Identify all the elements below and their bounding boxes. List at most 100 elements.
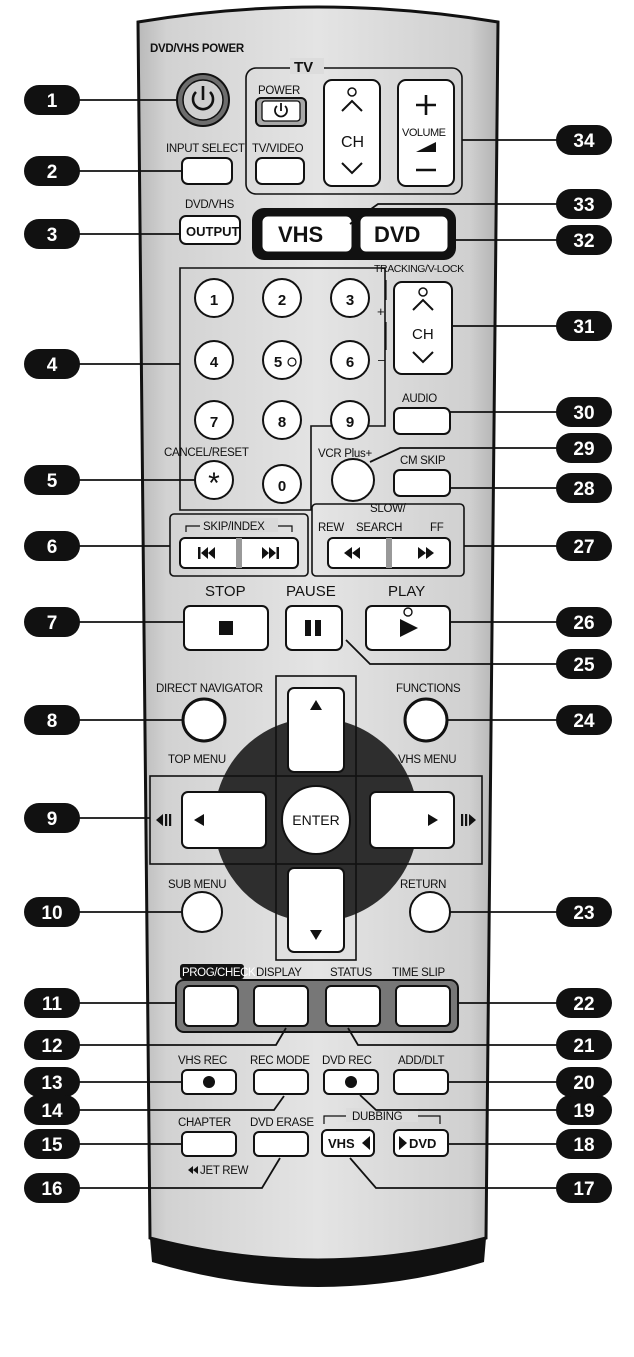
slow-search-button[interactable] [327,537,451,569]
vcr-ch-up-icon [412,298,434,311]
skip-index-label: SKIP/INDEX [203,521,265,533]
callout-11: 11 [24,988,80,1018]
dpad-left-button[interactable] [181,791,267,849]
tv-power-icon [274,103,288,118]
key-1[interactable]: 1 [194,278,234,318]
sub-menu-button[interactable] [181,891,223,933]
vhs-button[interactable]: VHS [261,215,353,253]
return-label: RETURN [400,879,446,891]
display-label: DISPLAY [256,967,302,979]
dub-to-vhs-button[interactable]: VHS [321,1129,375,1157]
callout-28-number: 28 [573,479,594,500]
cancel-reset-button[interactable]: * [194,460,234,500]
time-slip-button[interactable] [395,985,451,1027]
direct-navigator-button[interactable] [181,697,227,743]
key-3[interactable]: 3 [330,278,370,318]
callout-10-number: 10 [41,903,62,924]
dvd-vhs-power-button[interactable] [176,73,230,127]
callout-33-number: 33 [573,195,594,216]
dpad-right-button[interactable] [369,791,455,849]
key-6[interactable]: 6 [330,340,370,380]
callout-8-number: 8 [47,711,58,732]
up-arrow-icon [310,700,322,710]
down-arrow-icon [310,930,322,940]
prog-check-button[interactable] [183,985,239,1027]
callout-17-number: 17 [573,1179,594,1200]
callout-30-number: 30 [573,403,594,424]
dvd-vhs-power-label: DVD/VHS POWER [150,43,245,55]
key-9[interactable]: 9 [330,400,370,440]
prog-check-label: PROG/CHECK [182,967,256,979]
rec-mode-button[interactable] [253,1069,309,1095]
prog-check-label-bg [180,964,244,979]
functions-button[interactable] [403,697,449,743]
enter-button[interactable]: ENTER [281,785,351,855]
volume-label: VOLUME [402,127,446,139]
pause-button[interactable] [285,605,343,651]
key-0[interactable]: 0 [262,464,302,504]
callout-29-number: 29 [573,439,594,460]
vcr-plus-label: VCR Plus+ [318,448,372,460]
dvd-vhs-output-label: DVD/VHS [185,199,235,211]
return-button[interactable] [409,891,451,933]
display-button[interactable] [253,985,309,1027]
tv-ch-down-icon [341,162,363,175]
dub-to-dvd-arrow-icon [399,1136,407,1150]
cm-skip-button[interactable] [393,469,451,497]
callout-4: 4 [24,349,80,379]
jet-rew-caption: JET REW [188,1165,249,1177]
stop-label: STOP [205,583,246,600]
dub-to-dvd-button[interactable]: DVD [393,1129,449,1157]
stop-button[interactable] [183,605,269,651]
dvd-erase-button[interactable] [253,1131,309,1157]
vhs-rec-button[interactable] [181,1069,237,1095]
tv-ch-button[interactable]: CH [323,79,381,187]
dvd-button[interactable]: DVD [359,215,449,253]
skip-index-button[interactable] [179,537,299,569]
keypad: 1 2 3 4 5 6 7 8 9 0 [194,278,370,504]
key-5-dot [287,357,297,367]
chapter-button[interactable] [181,1131,237,1157]
tv-power-button[interactable] [255,97,307,127]
callout-10: 10 [24,897,80,927]
callout-32-number: 32 [573,231,594,252]
key-0-label: 0 [278,478,286,495]
input-select-label: INPUT SELECT [166,143,245,155]
stop-icon [219,621,233,635]
key-4[interactable]: 4 [194,340,234,380]
callout-19: 19 [556,1095,612,1125]
dvd-rec-button[interactable] [323,1069,379,1095]
dvd-erase-label: DVD ERASE [250,1117,314,1129]
vcr-ch-button[interactable]: CH [393,281,453,375]
key-2[interactable]: 2 [262,278,302,318]
output-button[interactable]: OUTPUT [179,215,241,245]
key-7[interactable]: 7 [194,400,234,440]
rewind-icon [344,547,360,559]
chapter-label: CHAPTER [178,1117,231,1129]
status-button[interactable] [325,985,381,1027]
callout-20-number: 20 [573,1073,594,1094]
search-label: SEARCH [356,522,402,534]
callout-31-number: 31 [573,317,595,338]
vcr-plus-button[interactable] [331,458,375,502]
callout-3: 3 [24,219,80,249]
key-5[interactable]: 5 [262,340,302,380]
callout-26: 26 [556,607,612,637]
leader-lines [76,99,560,1189]
dpad-up-button[interactable] [287,687,345,773]
callout-21: 21 [556,1030,612,1060]
tv-video-button[interactable] [255,157,305,185]
dpad-down-button[interactable] [287,867,345,953]
key-8[interactable]: 8 [262,400,302,440]
tv-volume-button[interactable]: VOLUME [397,79,455,187]
tv-video-label: TV/VIDEO [252,143,304,155]
callout-2: 2 [24,156,80,186]
vhs-menu-label: VHS MENU [398,754,456,766]
play-button[interactable] [365,605,451,651]
callout-20: 20 [556,1067,612,1097]
input-select-button[interactable] [181,157,233,185]
add-dlt-label: ADD/DLT [398,1055,445,1067]
add-dlt-button[interactable] [393,1069,449,1095]
audio-button[interactable] [393,407,451,435]
tracking-minus: – [378,352,386,367]
